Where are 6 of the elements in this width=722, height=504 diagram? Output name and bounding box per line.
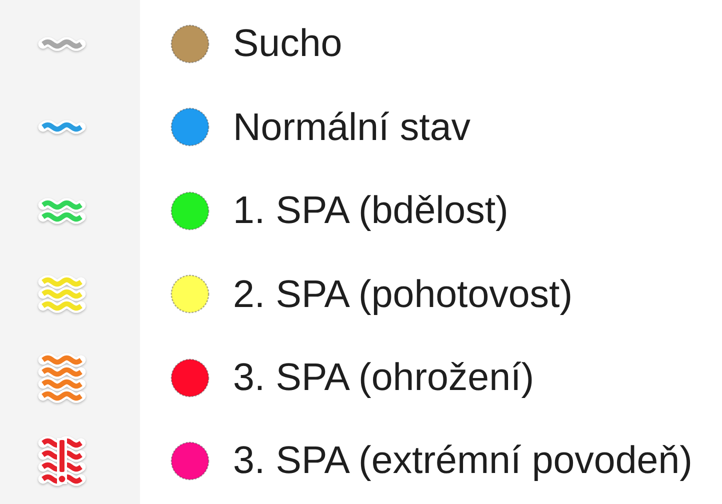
legend-label: 1. SPA (bdělost) <box>233 189 508 232</box>
legend-label: Normální stav <box>233 106 470 149</box>
legend-label: 2. SPA (pohotovost) <box>233 272 573 316</box>
legend-label: 3. SPA (ohrožení) <box>233 356 534 400</box>
legend-label: 3. SPA (extrémní povodeň) <box>233 439 692 483</box>
legend-label: Sucho <box>233 22 342 66</box>
